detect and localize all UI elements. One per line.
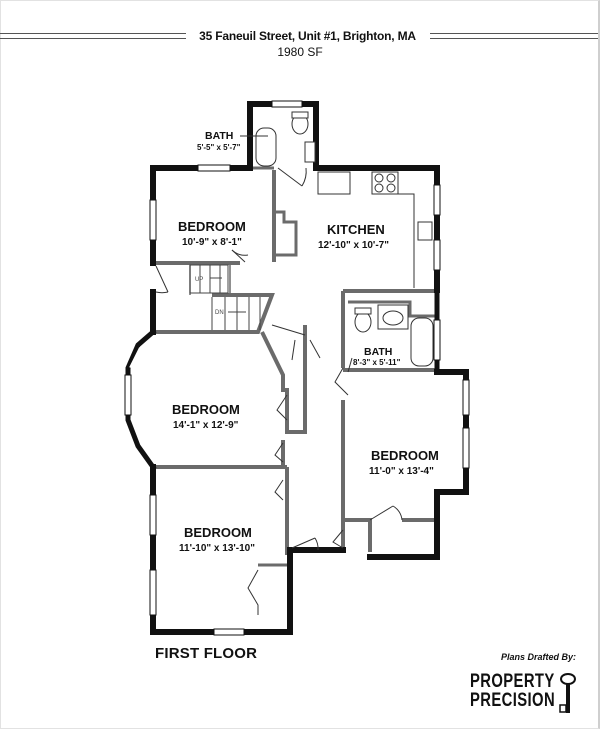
room-dim-bedroom-bay: 14'-1" x 12'-9" — [173, 420, 239, 431]
kitchen-sink-icon — [417, 221, 433, 241]
bathtub-lower-icon — [410, 317, 434, 367]
room-dim-bedroom-right: 11'-0" x 13'-4" — [369, 466, 434, 477]
room-name-bath-lower: BATH — [364, 346, 392, 358]
brand-logo: PROPERTY PRECISION — [470, 672, 555, 710]
windows — [124, 100, 470, 636]
room-dim-bedroom-small: 10'-9" x 8'-1" — [182, 237, 242, 248]
room-name-kitchen: KITCHEN — [327, 222, 385, 237]
stairs — [189, 264, 261, 330]
brand-line-2: PRECISION — [470, 690, 556, 711]
room-dim-bath-lower: 8'-3" x 5'-11" — [353, 358, 401, 367]
room-dim-bedroom-bottom: 11'-10" x 13'-10" — [179, 543, 255, 554]
property-address: 35 Faneuil Street, Unit #1, Brighton, MA — [199, 29, 416, 43]
toilet-lower-icon — [354, 311, 372, 333]
title-rule-left — [0, 33, 186, 39]
sink-upper-icon — [304, 141, 316, 163]
room-dim-kitchen: 12'-10" x 10'-7" — [318, 240, 389, 251]
square-footage: 1980 SF — [277, 45, 323, 59]
room-name-bedroom-right: BEDROOM — [371, 448, 439, 463]
stair-down-label: DN — [215, 310, 224, 316]
brand-line-1: PROPERTY — [470, 671, 555, 692]
bathtub-upper-icon — [255, 127, 277, 167]
key-icon — [559, 673, 576, 713]
drafted-by-label: Plans Drafted By: — [500, 652, 576, 662]
fixtures — [255, 111, 434, 367]
stair-up-label: UP — [195, 277, 203, 283]
room-name-bath-upper: BATH — [205, 130, 233, 142]
kitchen-counter-icon — [317, 171, 351, 195]
title-rule-right — [430, 33, 598, 39]
room-dim-bath-upper: 5'-5" x 5'-7" — [197, 143, 241, 152]
interior-walls — [155, 166, 437, 567]
room-name-bedroom-bay: BEDROOM — [172, 402, 240, 417]
room-name-bedroom-bottom: BEDROOM — [184, 525, 252, 540]
room-name-bedroom-small: BEDROOM — [178, 219, 246, 234]
floor-label: FIRST FLOOR — [155, 645, 258, 662]
doors — [155, 167, 403, 615]
